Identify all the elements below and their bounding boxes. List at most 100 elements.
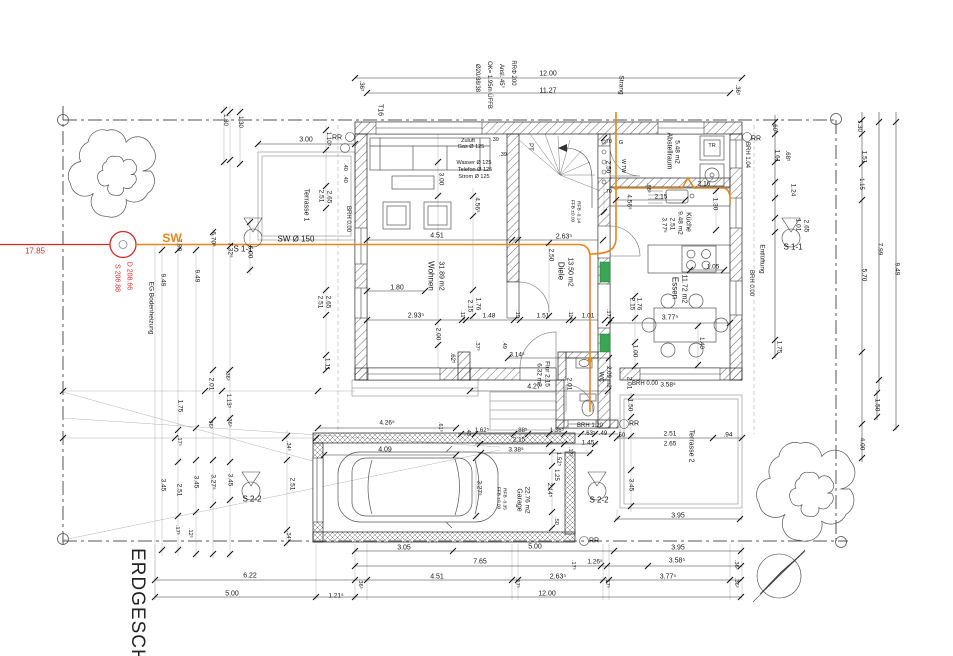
rr-roof-drain <box>579 536 589 546</box>
dim-tick <box>597 562 605 570</box>
label-185: 2.15 <box>513 437 526 444</box>
dim-tick <box>209 416 217 424</box>
dim-tick <box>312 593 320 601</box>
label-160: 5.00 <box>225 591 239 598</box>
dim-tick <box>631 338 639 346</box>
entrance-door[interactable] <box>519 331 557 369</box>
dim-tick <box>174 426 182 434</box>
label-0: RRΦ 200 <box>510 60 516 86</box>
label-84: 1.30 <box>712 198 719 211</box>
riser-strang <box>589 112 617 255</box>
label-17: 2.51 <box>318 190 325 203</box>
label-134: RR <box>589 538 599 545</box>
label-161: 1.75 <box>177 400 184 413</box>
terrace-2 <box>619 394 743 509</box>
label-125: 3.14⁵ <box>509 352 525 359</box>
label-4: Strang <box>618 75 625 95</box>
armchair <box>382 201 411 230</box>
label-11: 1.30 <box>237 116 243 128</box>
label-91: 11.72 m2 <box>681 275 688 304</box>
roof-overhang-line <box>337 125 755 434</box>
dim-tick <box>600 134 608 142</box>
dim-tick <box>545 312 553 320</box>
label-30: D 208.66 <box>126 262 133 291</box>
label-174: 2.51 <box>289 478 296 491</box>
dim-tick <box>605 576 613 584</box>
dim-tick <box>322 366 330 374</box>
sofa <box>369 137 491 171</box>
dim-tick <box>192 550 200 558</box>
dim-tick <box>601 316 609 324</box>
dim-tick <box>504 354 512 362</box>
label-46: 4.56⁵ <box>474 197 481 213</box>
dim-tick <box>469 212 477 220</box>
wc-fixtures <box>575 357 597 417</box>
label-163: 1.13⁵ <box>225 394 232 409</box>
dim-tick <box>452 451 460 459</box>
dim-tick <box>873 389 881 397</box>
dim-tick <box>476 440 484 448</box>
dim-tick <box>514 576 522 584</box>
label-139: 1.50 <box>627 399 634 412</box>
label-165: .36⁵ <box>207 419 214 429</box>
car <box>337 445 499 529</box>
utility-lines <box>0 112 731 412</box>
dim-tick <box>351 562 359 570</box>
windows <box>312 121 743 523</box>
label-124: .49 <box>501 341 507 349</box>
label-97: 1.00 <box>632 345 639 358</box>
dim-tick <box>545 430 553 438</box>
dim-tick <box>351 576 359 584</box>
dim-tick <box>209 366 217 374</box>
dim-tick <box>466 387 474 395</box>
label-90: Essen <box>671 277 680 299</box>
dim-tick <box>613 434 621 442</box>
label-127: 3.58⁵ <box>660 382 676 389</box>
label-109: 1.51 <box>861 151 868 164</box>
dim-tick <box>254 140 262 148</box>
label-128: BRH 1.20 <box>577 423 604 429</box>
label-116: Flur 2.15 <box>544 361 551 387</box>
label-58: 1.11 <box>324 358 331 371</box>
label-8: 12.00 <box>539 71 557 78</box>
dim-tick <box>599 576 607 584</box>
door-abstellraum[interactable] <box>609 145 641 177</box>
label-1: Ansl. 45° <box>498 64 504 89</box>
armchair <box>423 201 452 230</box>
label-112: 7.99 <box>877 243 884 256</box>
door-wc[interactable] <box>565 384 594 413</box>
label-32: SW <box>162 231 182 245</box>
dim-tick <box>192 246 200 254</box>
label-52: 2.00 <box>435 328 442 341</box>
label-154: .17⁵ <box>604 578 611 588</box>
dim-tick <box>599 236 607 244</box>
label-3: Ø20/38/38 <box>474 64 480 93</box>
dim-tick <box>771 336 779 344</box>
label-143: 3.05 <box>397 545 411 552</box>
window-marker-green <box>599 333 611 353</box>
dim-tick <box>858 196 866 204</box>
dim-tick <box>873 413 881 421</box>
dim-tick <box>226 242 234 250</box>
label-80: TR <box>708 143 715 149</box>
label-37: S 2-2 <box>589 496 609 505</box>
dim-tick <box>472 454 480 462</box>
door-kueche[interactable] <box>609 225 641 257</box>
dim-tick <box>434 158 442 166</box>
door-wohnen[interactable] <box>518 281 550 313</box>
label-155: 3.77⁵ <box>660 574 677 581</box>
dim-tick <box>858 420 866 428</box>
dim-tick <box>726 89 734 97</box>
label-22: 6.70⁵ <box>210 231 217 247</box>
dim-tick <box>283 539 291 547</box>
north-arrow <box>752 549 806 603</box>
pipe-node <box>587 357 593 363</box>
label-158: 1.21⁵ <box>328 593 344 600</box>
label-62: 1.51 <box>537 313 550 320</box>
dim-tick <box>174 546 182 554</box>
sewer-pipe-sw <box>136 243 591 412</box>
label-135: 2.51 <box>664 431 677 438</box>
dim-tick <box>218 387 226 395</box>
dim-tick <box>771 118 779 126</box>
dim-tick <box>771 352 779 360</box>
